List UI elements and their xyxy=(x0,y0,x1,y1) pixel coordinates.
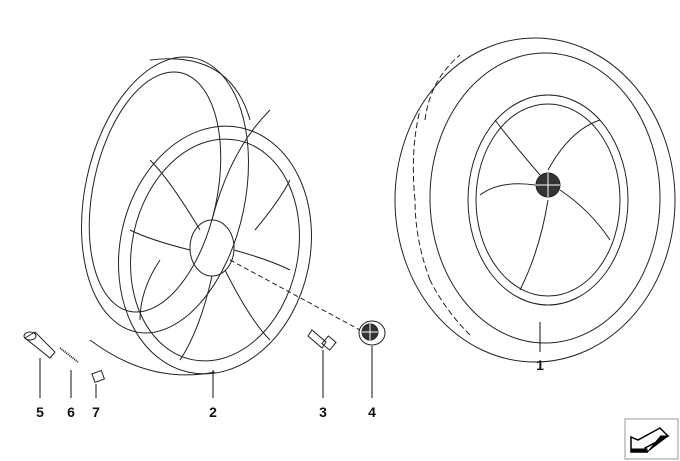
arrow-back-icon[interactable] xyxy=(624,418,679,460)
callout-4: 4 xyxy=(368,404,376,420)
wheel-drawing xyxy=(394,37,676,363)
callout-6: 6 xyxy=(67,404,75,420)
valve-drawing xyxy=(23,331,106,384)
bolt-drawing xyxy=(307,329,337,351)
leader-lines xyxy=(39,322,541,398)
axis-line xyxy=(229,259,361,331)
callout-3: 3 xyxy=(319,404,327,420)
rim-drawing xyxy=(81,56,312,376)
callout-7: 7 xyxy=(92,404,100,420)
callout-2: 2 xyxy=(209,404,217,420)
hubcap-drawing xyxy=(358,320,386,346)
callout-5: 5 xyxy=(36,404,44,420)
callout-1: 1 xyxy=(536,357,544,373)
